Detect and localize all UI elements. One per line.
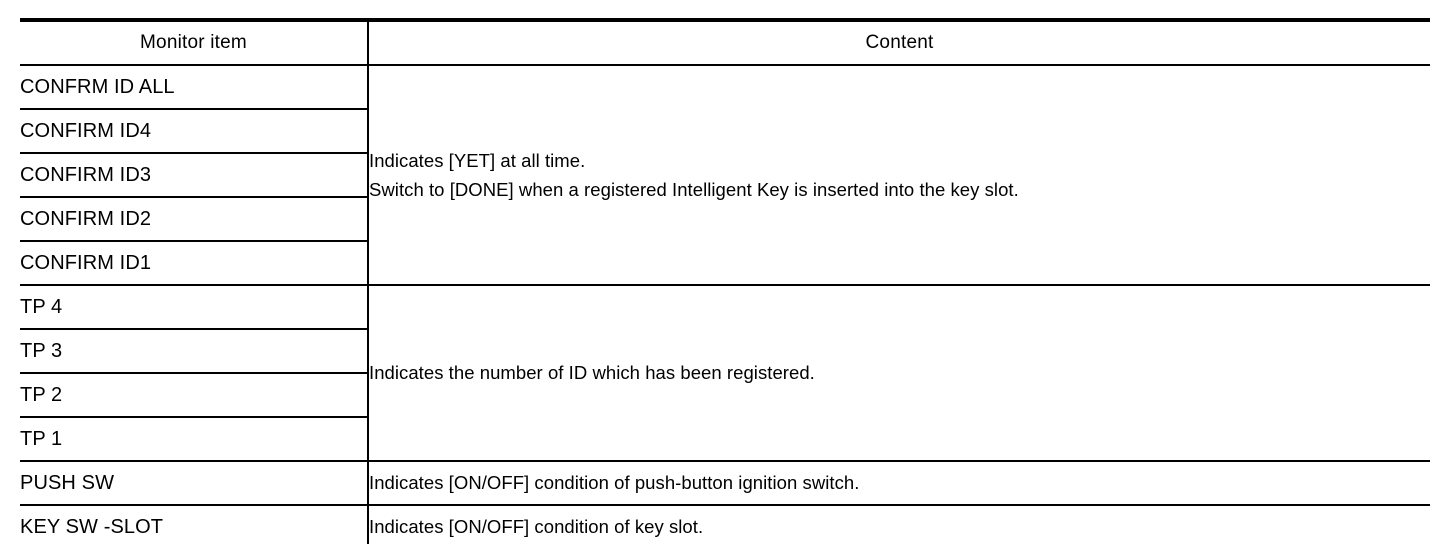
monitor-item-cell: CONFIRM ID3 — [20, 153, 369, 198]
header-content: Content — [368, 20, 1430, 66]
table-row: CONFIRM ID3 — [20, 153, 1430, 198]
header-row: Monitor item Content — [20, 20, 1430, 66]
table-row: TP 3 — [20, 329, 1430, 374]
header-monitor-item: Monitor item — [20, 20, 369, 66]
monitor-item-cell: TP 3 — [20, 329, 369, 374]
table-row: CONFIRM ID1 — [20, 241, 1430, 286]
monitor-item-cell: CONFIRM ID4 — [20, 109, 369, 154]
content-line: Indicates [ON/OFF] condition of push-but… — [369, 472, 860, 494]
monitor-item-cell: CONFIRM ID2 — [20, 197, 369, 242]
table-row: CONFIRM ID4 — [20, 109, 1430, 154]
content-line: Indicates [YET] at all time. — [369, 149, 586, 171]
content-line: Switch to [DONE] when a registered Intel… — [369, 179, 1019, 200]
table-row: TP 2 — [20, 373, 1430, 418]
monitor-item-cell: TP 2 — [20, 373, 369, 418]
content-cell: Indicates [ON/OFF] condition of key slot… — [368, 505, 1430, 544]
monitor-item-cell: PUSH SW — [20, 461, 369, 506]
content-cell: Indicates [ON/OFF] condition of push-but… — [368, 461, 1430, 506]
table-row: CONFIRM ID2 — [20, 197, 1430, 242]
table-row: TP 4 Indicates the number of ID which has… — [20, 285, 1430, 462]
content-cell: Indicates [YET] at all time. Switch to [D… — [368, 65, 1430, 286]
monitor-item-cell: TP 1 — [20, 417, 369, 462]
monitor-item-cell: TP 4 — [20, 285, 369, 330]
monitor-item-cell: CONFIRM ID1 — [20, 241, 369, 286]
content-line: Indicates [ON/OFF] condition of key slot… — [369, 516, 704, 538]
monitor-item-cell: CONFRM ID ALL — [20, 65, 369, 110]
monitor-item-cell: KEY SW -SLOT — [20, 505, 369, 544]
content-cell: Indicates the number of ID which has bee… — [368, 285, 1430, 462]
table-row: TP 1 — [20, 417, 1430, 462]
table-header: Monitor item Content — [20, 20, 1430, 66]
content-line: Indicates the number of ID which has bee… — [369, 362, 815, 384]
